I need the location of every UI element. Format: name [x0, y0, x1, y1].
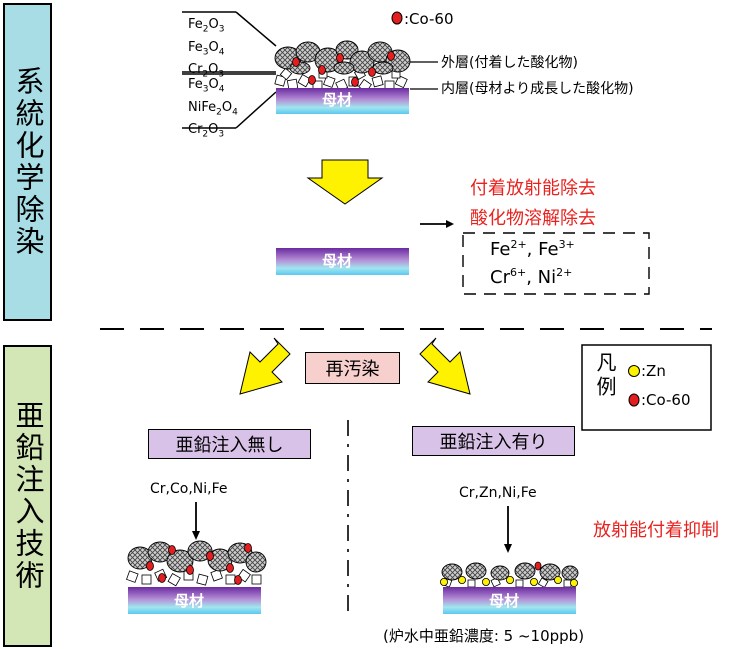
- co60-legend-dot-bottom: [628, 393, 640, 407]
- zn-legend-dot: [628, 365, 640, 377]
- recontamination-box: 再汚染: [305, 352, 400, 384]
- system-decon-panel: 系統化学除染: [3, 3, 52, 321]
- outer-layer-label: 外層(付着した酸化物): [441, 55, 578, 71]
- base-metal-middle-label: 母材: [322, 252, 353, 270]
- base-metal-top: [276, 88, 409, 114]
- removal-radioactivity: 付着放射能除去: [470, 178, 596, 199]
- base-metal-with-zinc: [443, 587, 576, 614]
- oxide-nife2o4: NiFe2O4: [188, 99, 238, 118]
- with-zinc-oxide-deposit: [439, 561, 579, 589]
- dissolved-ions-line-2: Cr6+, Ni2+: [490, 266, 573, 288]
- base-metal-no-zinc-label: 母材: [174, 592, 205, 610]
- base-metal-middle: [276, 248, 409, 275]
- base-metal-no-zinc: [128, 587, 261, 614]
- legend-co60-label: :Co-60: [641, 391, 691, 409]
- legend-title: 凡例: [593, 352, 617, 400]
- decon-down-arrow: [306, 159, 384, 205]
- zinc-injection-label: 亜鉛注入技術: [11, 400, 45, 592]
- zinc-injection-panel: 亜鉛注入技術: [3, 345, 52, 647]
- inner-oxide-labels: Fe3O4 NiFe2O4 Cr2O3: [188, 76, 238, 144]
- co60-legend-dot: [391, 11, 403, 25]
- dissolved-ions-line-1: Fe2+, Fe3+: [490, 238, 575, 260]
- outer-oxide-labels: Fe2O3 Fe3O4 Cr2O3: [188, 16, 224, 84]
- oxide-cr2o3-inner: Cr2O3: [188, 122, 225, 140]
- no-zinc-label: 亜鉛注入無し: [148, 429, 311, 459]
- inner-layer-label: 内層(母材より成長した酸化物): [441, 81, 634, 97]
- elements-with-zinc: Cr,Zn,Ni,Fe: [459, 485, 537, 501]
- oxide-fe3o4: Fe3O4: [188, 39, 225, 58]
- zinc-concentration-note: (炉水中亜鉛濃度: 5 ~10ppb): [383, 627, 585, 645]
- legend-box: [581, 344, 712, 431]
- radioactivity-suppression: 放射能付着抑制: [593, 520, 719, 541]
- base-metal-top-label: 母材: [322, 91, 353, 109]
- system-decon-label: 系統化学除染: [11, 66, 45, 258]
- base-metal-with-zinc-label: 母材: [489, 592, 520, 610]
- recontamination-left-arrow: [239, 337, 291, 395]
- oxide-fe2o3: Fe2O3: [188, 17, 225, 35]
- no-zinc-oxide-deposit: [126, 540, 267, 587]
- top-oxide-schematic: [182, 11, 438, 129]
- oxide-fe3o4-inner: Fe3O4: [188, 77, 225, 95]
- legend-zn-label: :Zn: [641, 362, 666, 380]
- co60-particles: [292, 51, 395, 87]
- elements-no-zinc: Cr,Co,Ni,Fe: [150, 481, 228, 497]
- removal-oxide: 酸化物溶解除去: [470, 208, 596, 229]
- oxide-cr2o3: Cr2O3: [188, 62, 225, 80]
- recontamination-right-arrow: [419, 337, 471, 395]
- with-zinc-label: 亜鉛注入有り: [412, 426, 575, 456]
- dissolved-ions-box: [462, 232, 650, 295]
- co60-legend-top-label: :Co-60: [404, 10, 454, 28]
